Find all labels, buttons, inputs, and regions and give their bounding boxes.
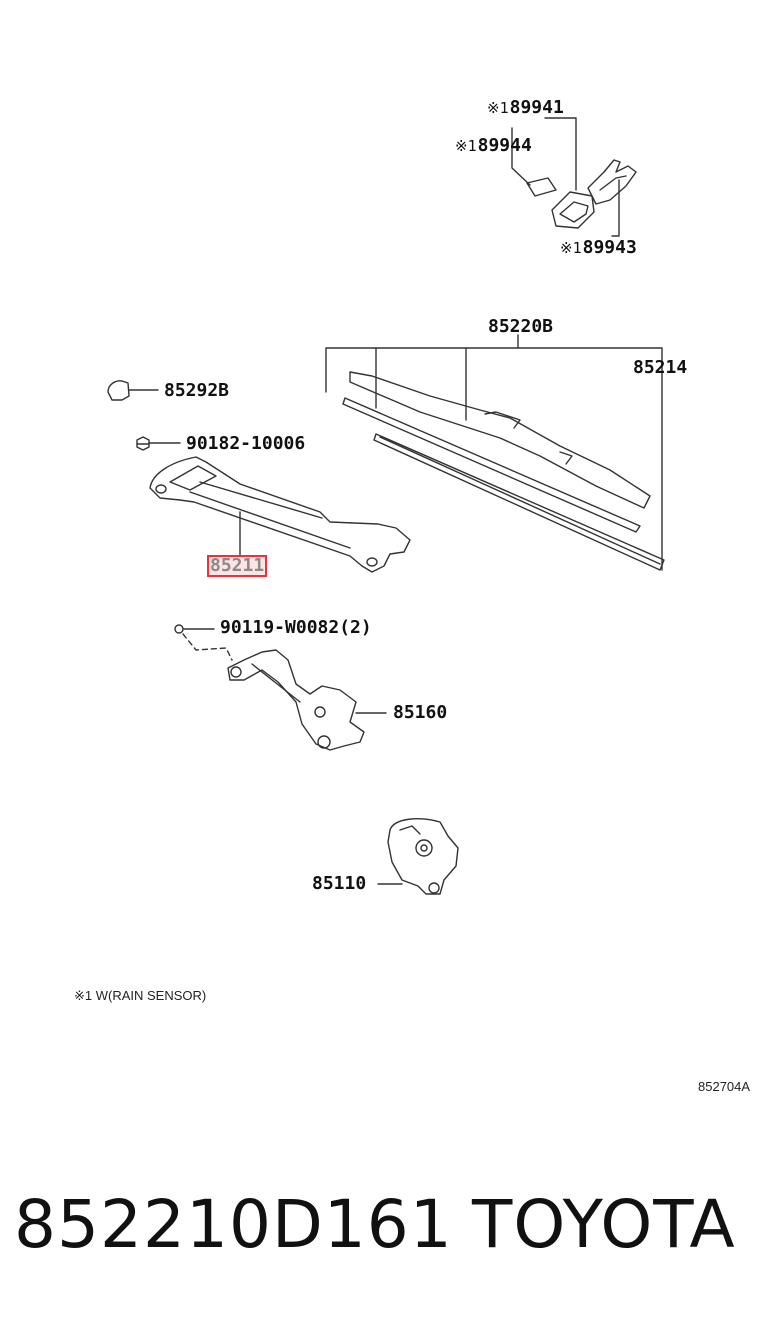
footer-caption: 852210D161 TOYOTA	[0, 1185, 760, 1285]
cap-85292b	[107, 380, 159, 401]
label-89944-mark: ※1	[455, 137, 477, 155]
label-89941-text: 89941	[509, 97, 564, 118]
label-85214: 85214	[633, 357, 688, 378]
label-90182-10006: 90182-10006	[186, 433, 306, 454]
linkage-85160	[227, 649, 387, 751]
label-89944-text: 89944	[477, 135, 532, 156]
rain-sensor-parts	[511, 117, 637, 237]
label-85220b: 85220B	[488, 316, 554, 337]
label-85211-highlighted[interactable]: 85211	[206, 555, 268, 577]
brand-name: TOYOTA	[472, 1186, 736, 1263]
nut-90182	[136, 436, 181, 451]
label-89943-mark: ※1	[560, 239, 582, 257]
wiper-arm-85211	[149, 456, 411, 573]
label-85110: 85110	[312, 873, 367, 894]
label-89941: ※189941	[487, 99, 564, 117]
part-number: 852210D161	[14, 1186, 453, 1263]
parts-diagram: ※189941 ※189944 ※189943 85220B 85214 852…	[74, 99, 751, 1095]
wiper-blade-assembly	[325, 334, 665, 571]
label-89943: ※189943	[560, 239, 637, 257]
label-85160: 85160	[393, 702, 448, 723]
motor-85110	[377, 818, 459, 895]
label-90119-w0082: 90119-W0082(2)	[220, 617, 372, 638]
bolt-90119	[174, 624, 233, 661]
label-89943-text: 89943	[582, 237, 637, 258]
parts-diagram-drawing	[107, 117, 665, 895]
label-89944: ※189944	[455, 137, 532, 155]
label-89941-mark: ※1	[487, 99, 509, 117]
label-85292b: 85292B	[164, 380, 230, 401]
rain-sensor-note: ※1 W(RAIN SENSOR)	[74, 988, 207, 1003]
drawing-code: 852704A	[698, 1079, 751, 1094]
